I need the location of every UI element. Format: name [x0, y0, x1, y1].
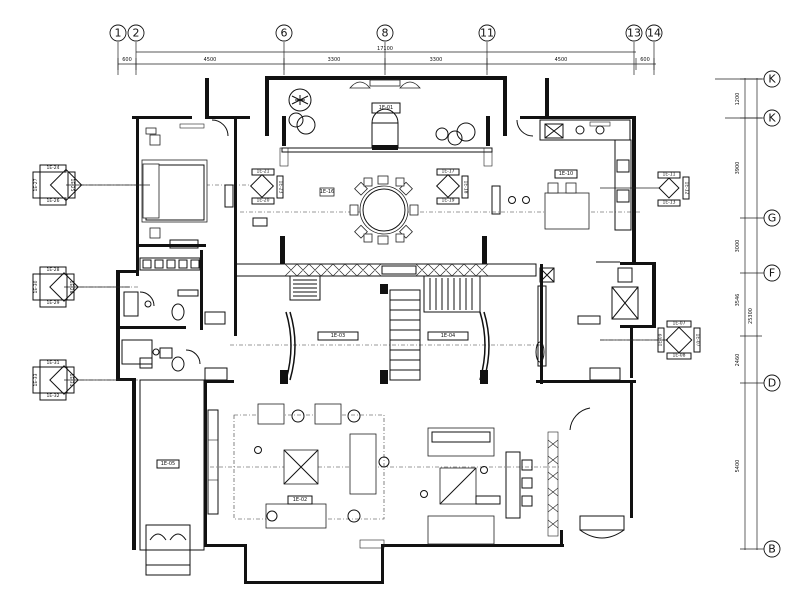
- top-dimension-chain: 17100 600 4500 3300 3300 4500 600: [117, 42, 656, 75]
- svg-text:13: 13: [627, 27, 641, 40]
- kitchen: 1E-10: [516, 119, 632, 231]
- elevation-tag-4: 1E-11 1E-13 1E-12: [600, 171, 690, 207]
- bathroom-upper: [123, 257, 226, 325]
- svg-text:1E-07: 1E-07: [695, 333, 701, 346]
- section-markers: [144, 196, 530, 498]
- svg-text:1E-31: 1E-31: [68, 373, 74, 386]
- service-room: [535, 261, 639, 381]
- top-axis-bubbles: 1 2 6 8 11 13 14: [109, 24, 663, 42]
- hall-label-left: 1E-03: [331, 333, 346, 339]
- elevation-tag-7: 1E-07 1E-08 1E-09 1E-07: [600, 320, 701, 360]
- dim-top-2: 3300: [328, 57, 341, 63]
- svg-text:2: 2: [133, 27, 140, 40]
- svg-text:8: 8: [382, 27, 389, 40]
- living-left-label: 1E-02: [293, 497, 308, 503]
- svg-text:B: B: [768, 543, 776, 556]
- dim-total-right: 25300: [748, 308, 754, 324]
- living-room-right: [359, 407, 625, 549]
- svg-text:1E-29: 1E-29: [46, 300, 59, 306]
- axis-bubble-1: 1: [109, 24, 127, 42]
- svg-text:1E-19: 1E-19: [441, 198, 454, 204]
- entrance-porch: 1E-01: [279, 79, 493, 167]
- kitchen-label: 1E-10: [559, 171, 574, 177]
- svg-text:F: F: [769, 267, 775, 280]
- dim-right-1: 3900: [735, 162, 741, 175]
- exterior-walls: [116, 76, 656, 584]
- svg-text:1E-18: 1E-18: [463, 180, 469, 193]
- axis-bubble-k-upper: K: [763, 70, 781, 88]
- dim-top-1: 4500: [204, 57, 217, 63]
- dim-top-3: 3300: [430, 57, 443, 63]
- axis-bubble-2: 2: [127, 24, 145, 42]
- svg-text:1E-07: 1E-07: [672, 321, 685, 327]
- axis-bubble-b: B: [763, 540, 781, 558]
- dim-right-0: 1200: [735, 93, 741, 106]
- elevation-tag-3: 1E-17 1E-19 1E-18: [435, 168, 469, 205]
- svg-text:1E-17: 1E-17: [441, 169, 454, 175]
- right-axis-bubbles: K K G F D B: [763, 70, 781, 558]
- axis-bubble-6: 6: [275, 24, 293, 42]
- svg-text:1E-30: 1E-30: [33, 280, 39, 293]
- svg-text:1E-12: 1E-12: [684, 181, 690, 194]
- dim-right-5: 5400: [735, 460, 741, 473]
- svg-text:1: 1: [115, 27, 122, 40]
- balcony-label: 1E-05: [161, 461, 176, 467]
- elevation-tag-5: 1E-28 1E-29 1E-30 1E-28: [32, 266, 130, 308]
- svg-text:1E-09: 1E-09: [658, 333, 664, 346]
- dim-top-4: 4500: [555, 57, 568, 63]
- svg-text:1E-20: 1E-20: [256, 198, 269, 204]
- svg-text:1E-27: 1E-27: [33, 178, 39, 191]
- axis-bubble-k-lower: K: [763, 109, 781, 127]
- bathroom-lower: [121, 339, 228, 381]
- bedroom: [141, 119, 234, 249]
- axis-bubble-11: 11: [478, 24, 496, 42]
- corridor-band: [235, 263, 537, 277]
- svg-text:1E-23: 1E-23: [278, 180, 284, 193]
- hall-label-right: 1E-04: [441, 333, 456, 339]
- svg-text:1E-33: 1E-33: [33, 373, 39, 386]
- svg-text:D: D: [768, 377, 776, 390]
- svg-text:K: K: [768, 73, 776, 86]
- elevation-tag-6: 1E-31 1E-32 1E-33 1E-31: [32, 359, 130, 401]
- svg-text:1E-25: 1E-25: [69, 178, 75, 191]
- interior-walls: [116, 116, 636, 384]
- axis-bubble-f: F: [763, 264, 781, 282]
- living-room-left: 1E-02: [207, 403, 390, 529]
- svg-text:1E-11: 1E-11: [662, 172, 675, 178]
- svg-text:1E-26: 1E-26: [46, 198, 59, 204]
- axis-bubble-14: 14: [645, 24, 663, 42]
- svg-text:1E-32: 1E-32: [46, 393, 59, 399]
- svg-text:1E-13: 1E-13: [662, 200, 675, 206]
- svg-text:6: 6: [281, 27, 288, 40]
- axis-bubble-d: D: [763, 374, 781, 392]
- svg-text:14: 14: [647, 27, 661, 40]
- dim-right-4: 2460: [735, 354, 741, 367]
- svg-text:K: K: [768, 112, 776, 125]
- elevation-tag-1: 1E-24 1E-26 1E-27 1E-25: [32, 164, 150, 206]
- porch-label: 1E-01: [379, 105, 394, 111]
- left-lower-room: 1E-05: [139, 379, 205, 576]
- right-dimension-chain: 1200 3900 3000 3546 2460 5400 25300: [715, 78, 764, 550]
- svg-text:G: G: [768, 212, 777, 225]
- dining-label: 1E-16: [320, 189, 335, 195]
- elevation-tag-2: 1E-21 1E-20 1E-23: [249, 168, 284, 205]
- axis-bubble-g: G: [763, 209, 781, 227]
- svg-text:1E-28: 1E-28: [46, 267, 59, 273]
- axis-bubble-13: 13: [625, 24, 643, 42]
- dim-top-5: 600: [640, 57, 650, 63]
- axis-bubble-8: 8: [376, 24, 394, 42]
- staircase: 1E-03 1E-04: [285, 275, 490, 381]
- svg-text:1E-08: 1E-08: [672, 353, 685, 359]
- dim-right-3: 3546: [735, 294, 741, 307]
- svg-text:1E-31: 1E-31: [46, 360, 59, 366]
- svg-text:1E-24: 1E-24: [46, 165, 59, 171]
- svg-text:11: 11: [480, 27, 494, 40]
- svg-text:1E-28: 1E-28: [68, 280, 74, 293]
- dim-right-2: 3000: [735, 240, 741, 253]
- dim-top-0: 600: [122, 57, 132, 63]
- svg-text:1E-21: 1E-21: [256, 169, 269, 175]
- dining-room: 1E-16: [252, 175, 501, 245]
